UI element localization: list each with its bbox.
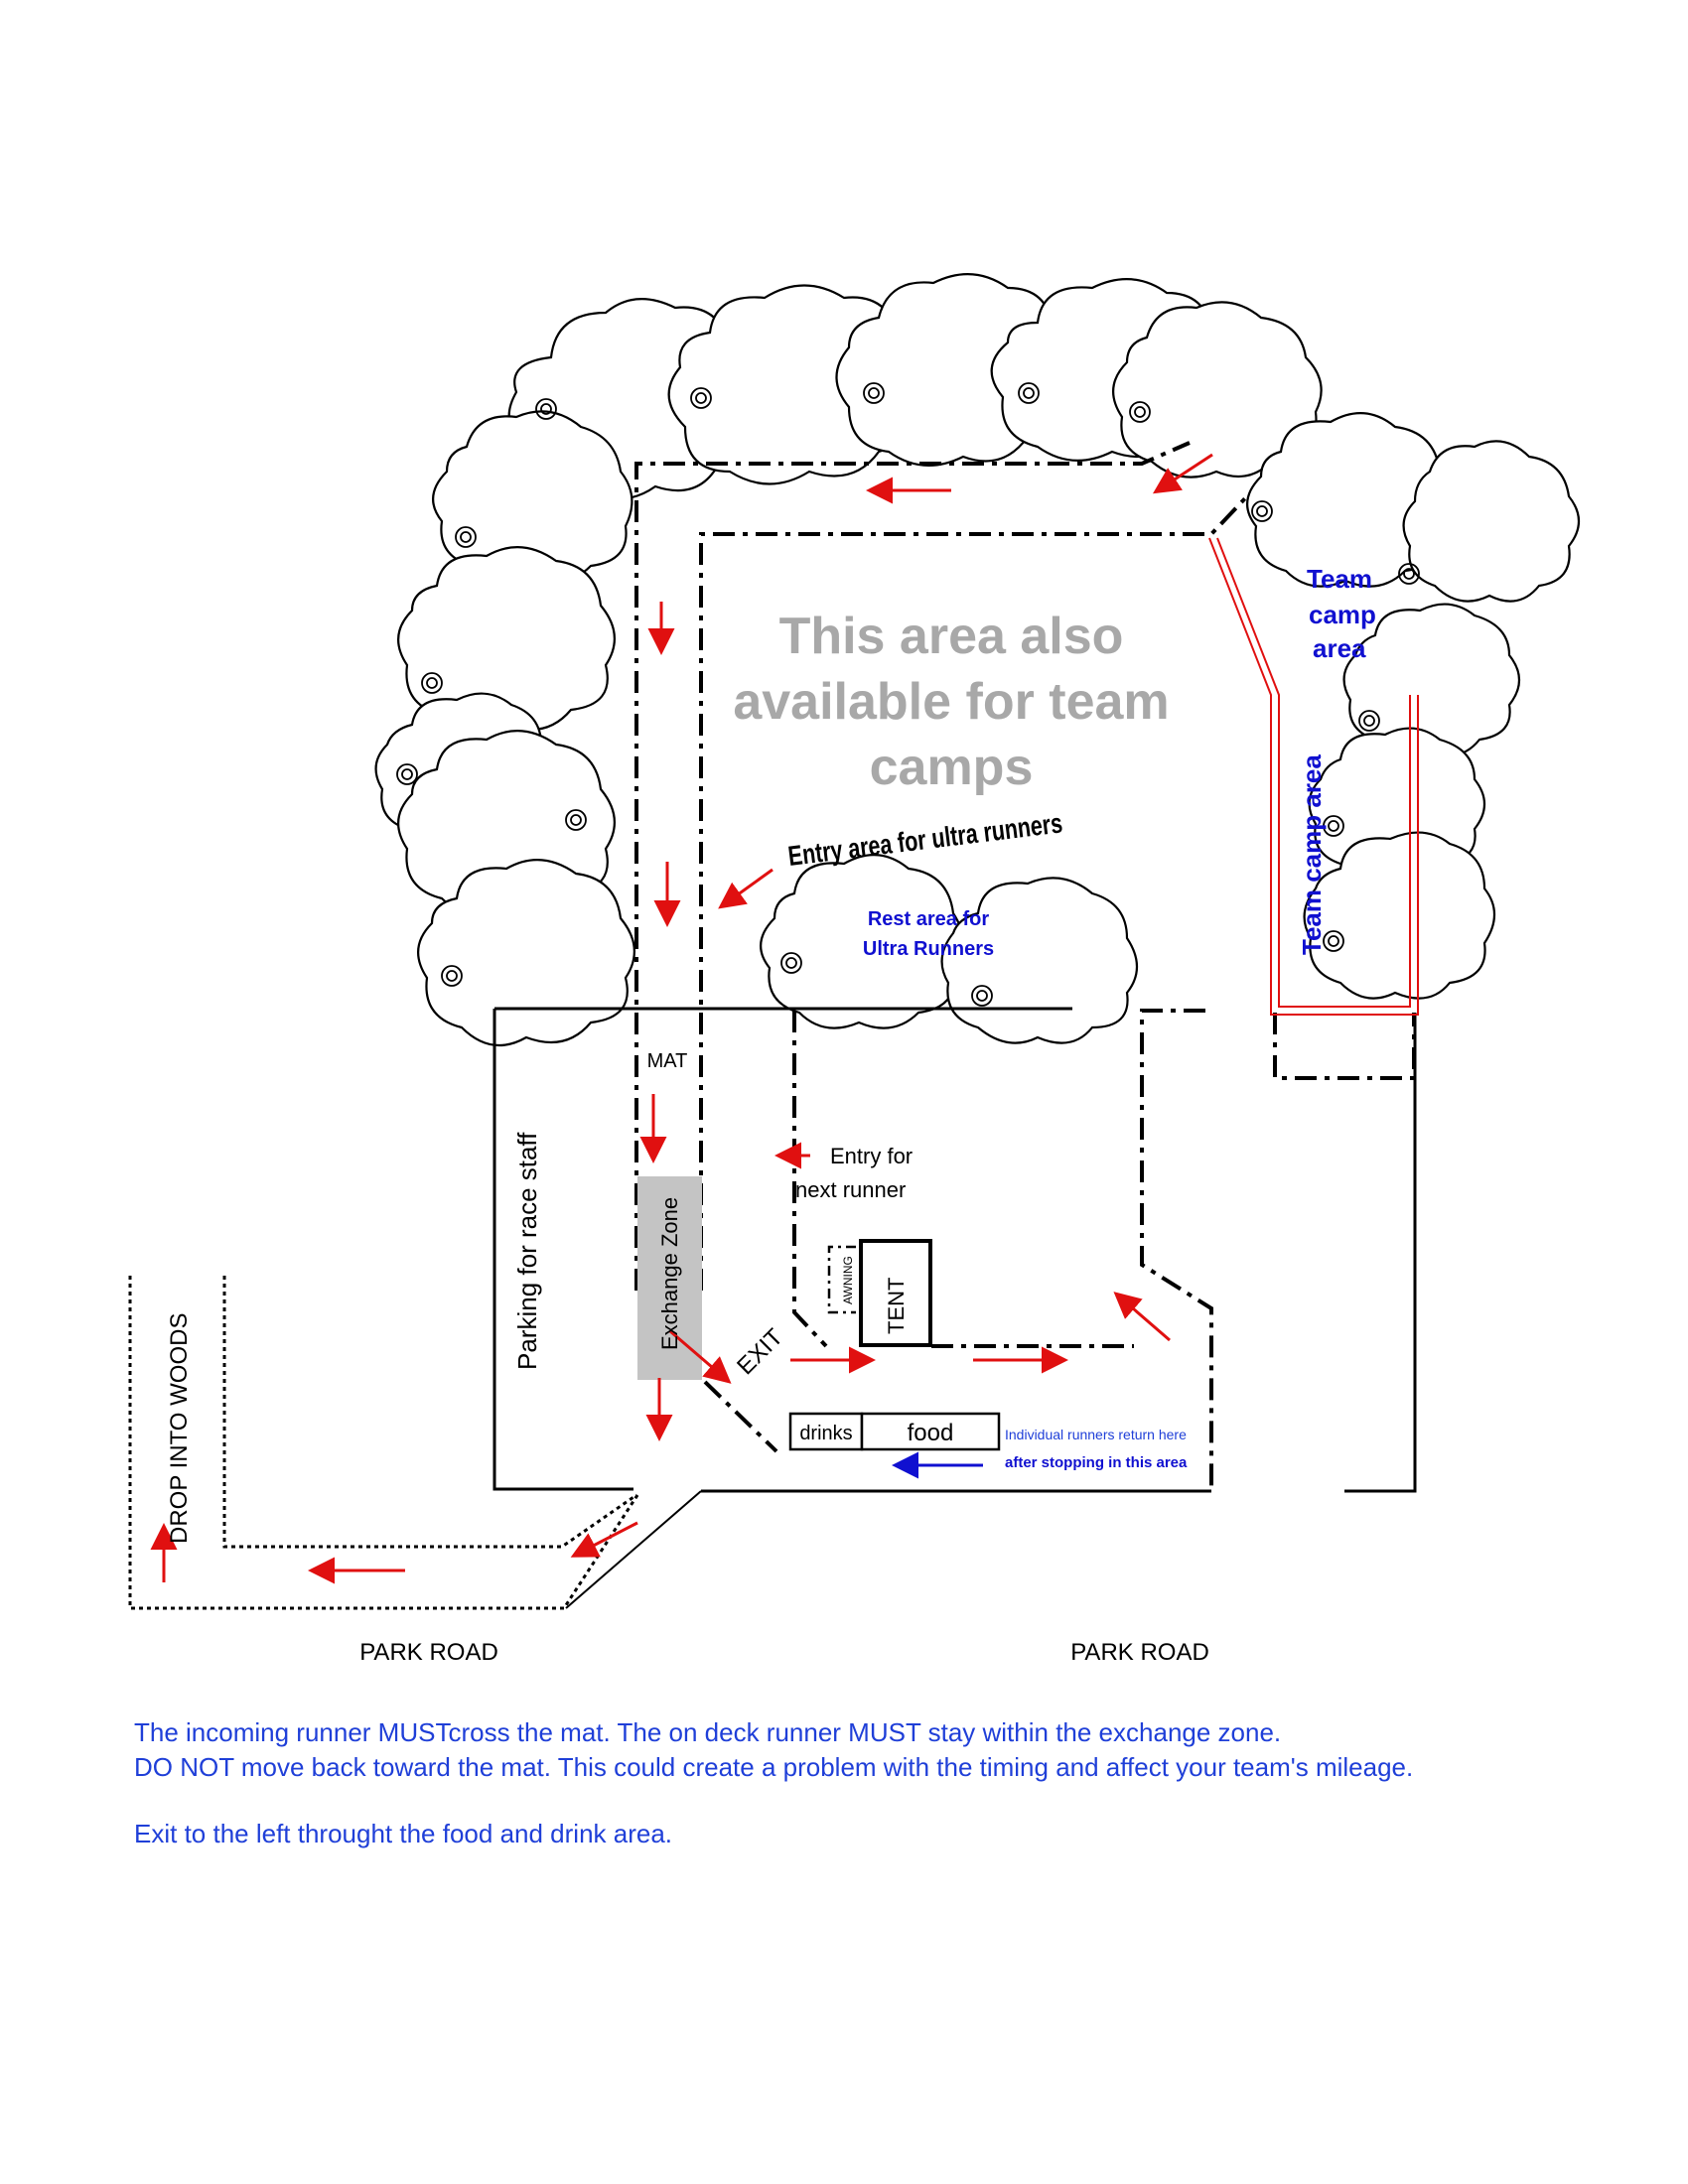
entry-next-line-1: Entry for [830, 1144, 913, 1168]
food-table [860, 1412, 1001, 1451]
tree-trunk-icon [1398, 563, 1420, 585]
tree-trunk-icon [565, 809, 587, 831]
tree-trunk-icon [441, 965, 463, 987]
tree-icon [1402, 440, 1581, 603]
tree-trunk-icon [1018, 382, 1040, 404]
tree-icon [760, 854, 964, 1029]
return-note-line-1: Individual runners return here [1005, 1427, 1187, 1442]
direction-arrow-icon [1152, 453, 1213, 494]
road-diagonal [565, 1490, 702, 1609]
tree-trunk-icon [455, 526, 477, 548]
team-camp-line-3: area [1313, 633, 1366, 663]
watermark-line-1: This area also [779, 608, 1124, 665]
team-camp-boundary-inner [1216, 537, 1411, 1008]
tree-trunk-icon [1358, 710, 1380, 732]
drinks-label: drinks [799, 1423, 852, 1444]
tent [859, 1239, 932, 1347]
right-road-line [1344, 1013, 1417, 1493]
exit-label: EXIT [732, 1323, 788, 1380]
tree-trunk-icon [421, 672, 443, 694]
direction-arrow-icon [570, 1521, 638, 1558]
tree-icon [417, 859, 635, 1047]
tree-icon [397, 546, 616, 735]
tree-trunk-icon [1323, 930, 1344, 952]
direction-arrow-icon [669, 1329, 732, 1384]
tree-trunk-icon [780, 952, 802, 974]
parking-staff-label: Parking for race staff [512, 1132, 542, 1370]
entry-next-line-2: next runner [795, 1177, 906, 1202]
watermark-line-2: available for team [733, 673, 1169, 731]
mat-label: MAT [647, 1050, 688, 1072]
tree-trunk-icon [1129, 401, 1151, 423]
tree-trunk-icon [1251, 500, 1273, 522]
instruction-line-3: Exit to the left throught the food and d… [134, 1819, 673, 1848]
instruction-line-2: DO NOT move back toward the mat. This co… [134, 1752, 1414, 1782]
entry-ultra-label: Entry area for ultra runners [786, 807, 1064, 872]
tree-trunk-icon [1323, 815, 1344, 837]
return-note-line-2: after stopping in this area [1005, 1454, 1188, 1471]
exchange-zone [637, 1176, 702, 1380]
tree-trunk-icon [971, 985, 993, 1007]
tree-line [374, 273, 1581, 1047]
parking-boundary [492, 1009, 633, 1491]
team-camp-line-1: Team [1307, 564, 1372, 594]
park-road-right: PARK ROAD [1070, 1639, 1209, 1666]
watermark-line-3: camps [870, 739, 1034, 796]
tree-icon [1342, 603, 1521, 756]
tent-label: TENT [884, 1278, 909, 1334]
tree-trunk-icon [396, 763, 418, 785]
tree-icon [1303, 831, 1496, 1000]
next-runner-path [792, 1011, 828, 1348]
tree-trunk-icon [535, 398, 557, 420]
tree-trunk-icon [863, 382, 885, 404]
instructions: The incoming runner MUSTcross the mat. T… [134, 1715, 1623, 1851]
direction-arrow-icon [1113, 1292, 1171, 1342]
drop-into-woods-inner [222, 1276, 637, 1549]
tree-icon [432, 410, 633, 583]
team-camp-vertical-label: Team camp area [1297, 754, 1327, 955]
food-label: food [908, 1420, 954, 1446]
team-camp-line-2: camp [1309, 600, 1376, 629]
course-path-inner [699, 496, 1247, 1291]
awning-label: AWNING [841, 1256, 855, 1304]
direction-arrow-icon [718, 868, 774, 909]
drinks-table [788, 1412, 864, 1451]
exit-path [703, 1380, 778, 1453]
team-camp-boundary-outer [1208, 537, 1419, 1016]
drop-woods-label: DROP INTO WOODS [166, 1313, 193, 1544]
tree-icon [940, 877, 1139, 1044]
park-road-left: PARK ROAD [359, 1639, 498, 1666]
exchange-zone-label: Exchange Zone [657, 1197, 682, 1350]
drop-into-woods-left [128, 1276, 639, 1610]
rest-area-line-2: Ultra Runners [863, 938, 994, 960]
team-camp-box [1273, 1013, 1416, 1080]
rest-area-line-1: Rest area for [868, 908, 989, 930]
right-enclosure-path [1140, 1009, 1213, 1489]
course-path-outer [634, 441, 1191, 1291]
instruction-line-1: The incoming runner MUSTcross the mat. T… [134, 1717, 1282, 1747]
tree-trunk-icon [690, 387, 712, 409]
